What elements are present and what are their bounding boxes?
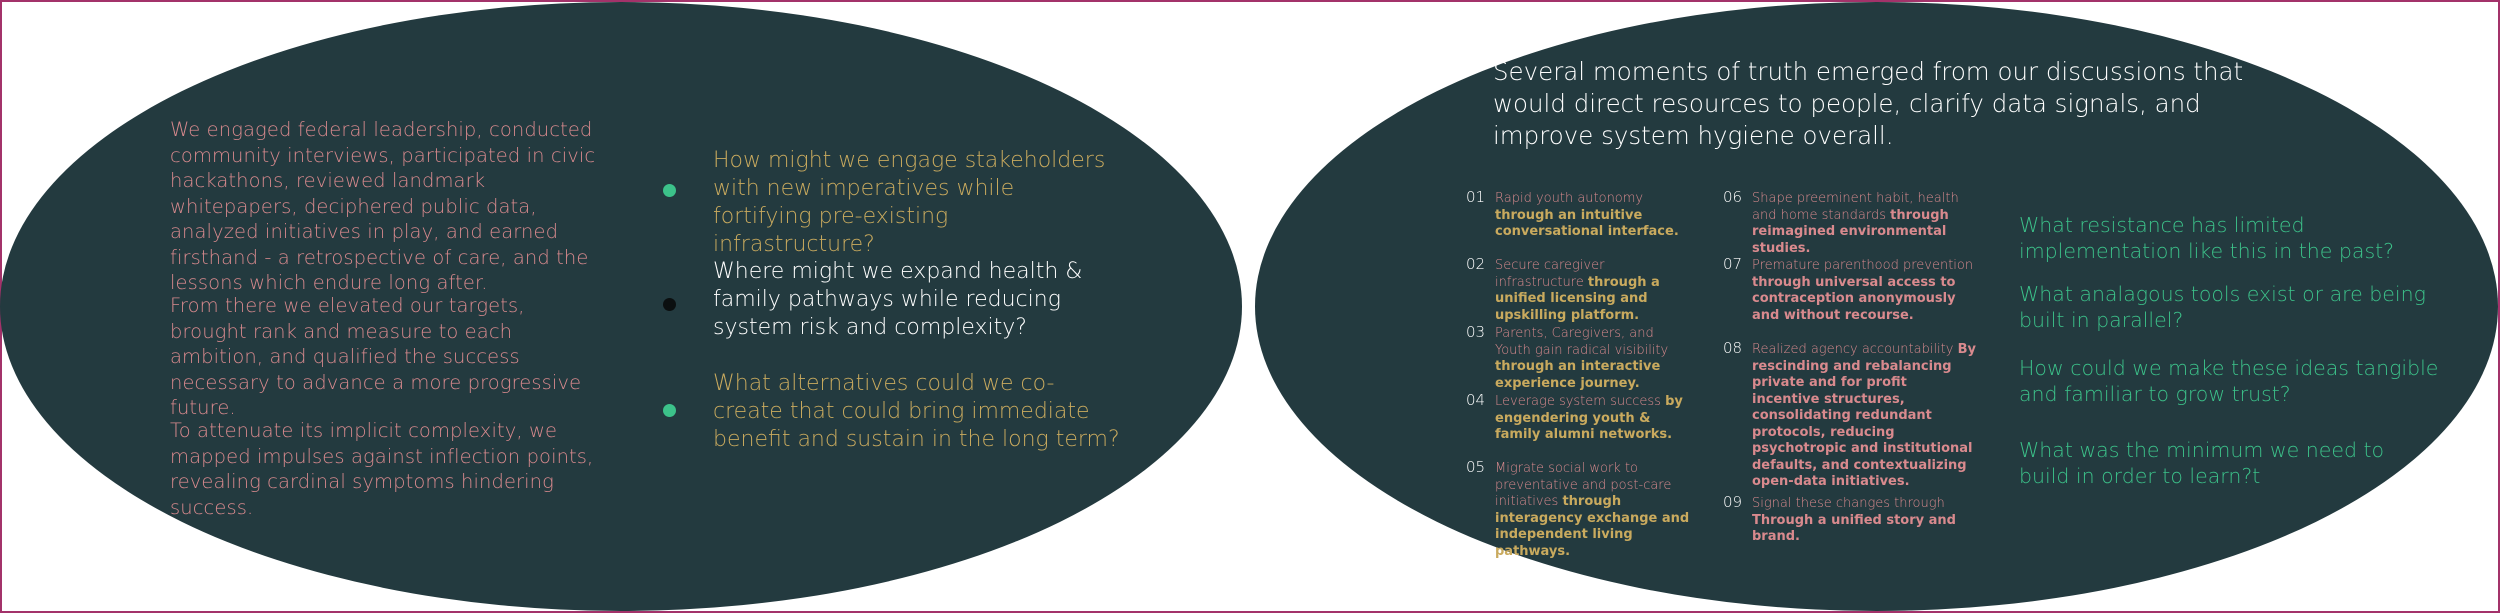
question-bullet-3 — [663, 404, 676, 417]
step-emphasis: through an interactive experience journe… — [1495, 359, 1661, 391]
step-number: 04 — [1466, 391, 1486, 409]
question-resistance: What resistance has limited implementati… — [2019, 213, 2395, 263]
step-number: 06 — [1723, 188, 1743, 206]
right-panel — [1255, 2, 2498, 611]
step-number: 09 — [1723, 493, 1743, 511]
step-lead: Secure caregiver infrastructure — [1495, 258, 1605, 290]
step-lead: Migrate social work to preventative and … — [1495, 461, 1672, 509]
step-number: 05 — [1466, 458, 1486, 476]
intro-paragraph-1: We engaged federal leadership, conducted… — [170, 118, 596, 294]
step-number: 02 — [1466, 255, 1486, 273]
step-emphasis: Through a unified story and brand. — [1752, 512, 1956, 545]
step-emphasis: through universal access to contraceptio… — [1752, 274, 1956, 323]
question-minimum-build: What was the minimum we need to build in… — [2019, 438, 2385, 488]
step-lead: Leverage system success — [1495, 394, 1666, 409]
step-lead: Premature parenthood prevention — [1752, 258, 1974, 273]
step-lead: Shape preeminent habit, health and home … — [1752, 191, 1959, 223]
step-number: 03 — [1466, 323, 1486, 341]
step-number: 01 — [1466, 188, 1486, 206]
question-tangible-ideas: How could we make these ideas tangible a… — [2019, 356, 2439, 406]
question-analogous-tools: What analagous tools exist or are being … — [2019, 282, 2426, 332]
step-number: 07 — [1723, 255, 1743, 273]
step-emphasis: through a unified licensing and upskilli… — [1495, 274, 1660, 323]
step-emphasis: by engendering youth & family alumni net… — [1495, 394, 1683, 442]
question-stakeholders: How might we engage stakeholders with ne… — [713, 148, 1106, 257]
step-lead: Parents, Caregivers, and Youth gain radi… — [1495, 326, 1669, 358]
question-bullet-1 — [663, 184, 676, 197]
step-emphasis: through reimagined environmental studies… — [1752, 207, 1949, 256]
step-emphasis: through interagency exchange and indepen… — [1495, 494, 1690, 559]
question-health-pathways: Where might we expand health & family pa… — [713, 259, 1083, 340]
intro-paragraph-3: To attenuate its implicit complexity, we… — [170, 419, 594, 519]
intro-paragraph-2: From there we elevated our targets, brou… — [170, 294, 582, 419]
step-lead: Rapid youth autonomy — [1495, 191, 1644, 206]
step-lead: Signal these changes through — [1752, 496, 1945, 511]
step-emphasis: By rescinding and rebalancing private an… — [1752, 342, 1976, 489]
step-number: 08 — [1723, 339, 1743, 357]
step-lead: Realized agency accountability — [1752, 342, 1958, 357]
left-panel — [0, 2, 1242, 611]
question-alternatives: What alternatives could we co-create tha… — [713, 371, 1120, 452]
step-emphasis: through an intuitive conversational inte… — [1495, 207, 1679, 240]
moments-headline: Several moments of truth emerged from ou… — [1493, 57, 2244, 150]
question-bullet-2 — [663, 298, 676, 311]
